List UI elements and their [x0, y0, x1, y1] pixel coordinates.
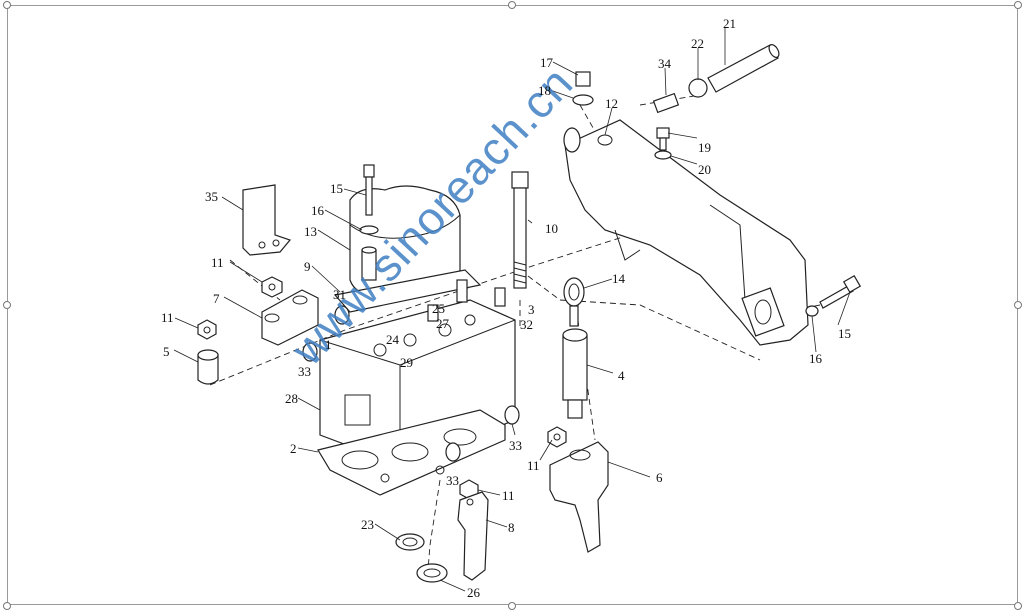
callout-25: 25 — [432, 301, 445, 316]
callout-33: 33 — [446, 473, 459, 488]
bolt-15-top — [363, 164, 375, 216]
callout-15: 15 — [838, 326, 851, 341]
nut-11-left — [197, 319, 217, 340]
callout-3: 3 — [528, 302, 535, 317]
callout-9: 9 — [304, 259, 311, 274]
callout-4: 4 — [618, 368, 625, 383]
resize-handle-top-left[interactable] — [3, 1, 11, 9]
callout-1: 1 — [325, 337, 332, 352]
callout-16: 16 — [311, 203, 324, 218]
callout-5: 5 — [163, 344, 170, 359]
callout-11: 11 — [161, 310, 174, 325]
callout-15: 15 — [330, 181, 343, 196]
callout-19: 19 — [698, 140, 711, 155]
bolt-15-right — [819, 274, 862, 309]
callout-17: 17 — [540, 55, 553, 70]
stud-10 — [511, 171, 529, 289]
callout-29: 29 — [400, 355, 413, 370]
joint-22 — [688, 78, 708, 98]
callout-18: 18 — [538, 83, 551, 98]
callout-16: 16 — [809, 351, 822, 366]
plug-17 — [575, 71, 591, 87]
head-gasket-2 — [317, 409, 506, 496]
washer-16-top — [359, 225, 379, 235]
callout-10: 10 — [545, 221, 558, 236]
callout-6: 6 — [656, 470, 663, 485]
callout-33: 33 — [298, 364, 311, 379]
callout-20: 20 — [698, 162, 711, 177]
resize-handle-middle-right[interactable] — [1014, 301, 1022, 309]
callout-21: 21 — [723, 16, 736, 31]
spacer-7 — [261, 289, 319, 346]
callout-24: 24 — [386, 332, 399, 347]
callout-26: 26 — [467, 585, 480, 600]
callout-14: 14 — [612, 271, 625, 286]
nut-11-right — [547, 426, 567, 448]
seal-26 — [416, 563, 448, 583]
callout-32: 32 — [520, 317, 533, 332]
callout-27: 27 — [436, 316, 449, 331]
callout-11: 11 — [527, 458, 540, 473]
pipe-21 — [707, 44, 780, 93]
callout-12: 12 — [605, 96, 618, 111]
seal-23 — [395, 533, 425, 551]
plugs-33 — [302, 305, 520, 462]
callout-28: 28 — [285, 391, 298, 406]
resize-handle-bottom-right[interactable] — [1014, 602, 1022, 610]
bracket-35 — [242, 184, 292, 256]
bracket-6 — [549, 441, 609, 553]
nut-11-upper — [261, 276, 283, 298]
resize-handle-top-center[interactable] — [508, 1, 516, 9]
sleeve-5 — [197, 349, 219, 385]
callout-31: 31 — [333, 287, 346, 302]
callout-11: 11 — [211, 255, 224, 270]
callout-23: 23 — [361, 517, 374, 532]
exhaust-manifold-12 — [563, 119, 809, 346]
bolt-19 — [656, 127, 670, 151]
bracket-8 — [457, 491, 489, 581]
resize-handle-middle-left[interactable] — [3, 301, 11, 309]
callout-7: 7 — [213, 291, 220, 306]
fitting-34 — [652, 92, 680, 114]
callout-13: 13 — [304, 224, 317, 239]
callout-22: 22 — [691, 36, 704, 51]
callout-35: 35 — [205, 189, 218, 204]
resize-handle-top-right[interactable] — [1014, 1, 1022, 9]
resize-handle-bottom-center[interactable] — [508, 602, 516, 610]
callout-2: 2 — [290, 441, 297, 456]
callout-11: 11 — [502, 488, 515, 503]
stud-4 — [562, 328, 588, 419]
resize-handle-bottom-left[interactable] — [3, 602, 11, 610]
callout-33: 33 — [509, 438, 522, 453]
lifting-eye-14 — [563, 277, 585, 327]
callout-34: 34 — [658, 56, 671, 71]
leader-lines — [173, 28, 851, 592]
washer-20 — [654, 150, 672, 160]
callout-8: 8 — [508, 520, 515, 535]
washer-16-right — [805, 305, 819, 317]
washer-18 — [572, 94, 594, 106]
